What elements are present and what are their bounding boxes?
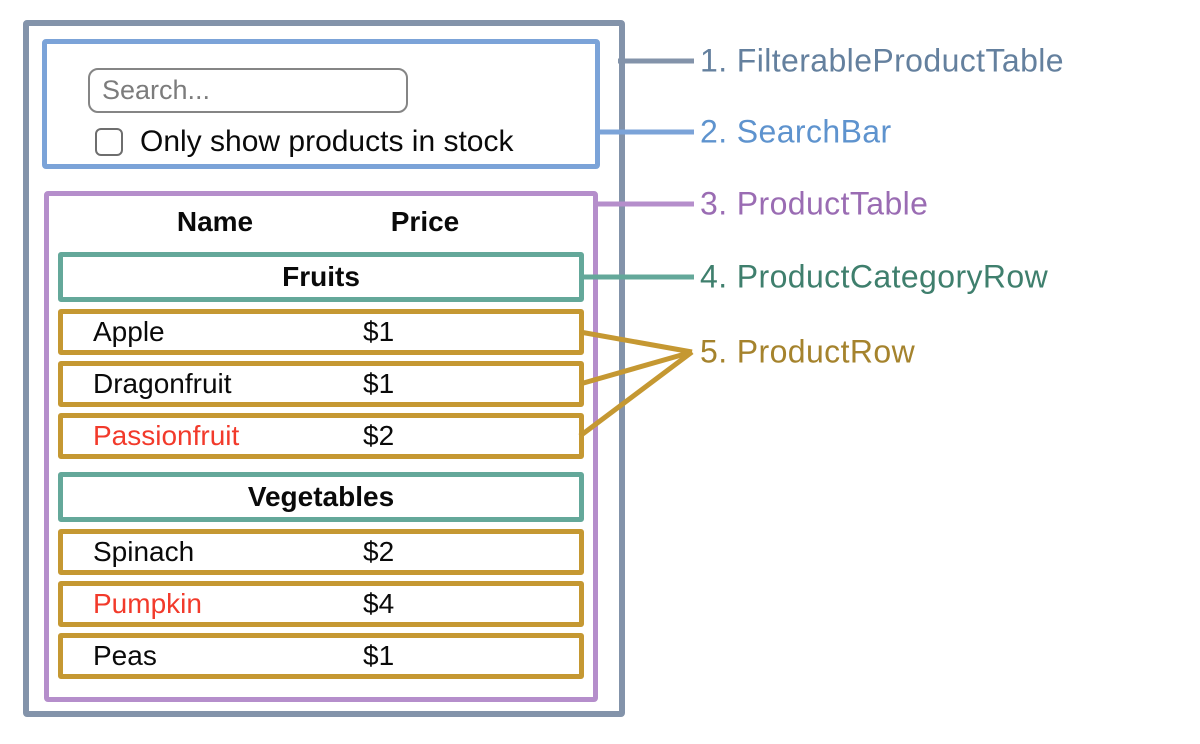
category-label: Fruits bbox=[282, 261, 360, 292]
product-price: $2 bbox=[363, 420, 395, 451]
product-row-apple: Apple $1 bbox=[58, 309, 584, 355]
product-name: Apple bbox=[93, 316, 165, 347]
search-bar-box bbox=[42, 39, 600, 169]
category-row-vegetables: Vegetables bbox=[58, 472, 584, 522]
product-name: Dragonfruit bbox=[93, 368, 232, 399]
table-header-row: Name Price bbox=[58, 205, 584, 239]
annotation-product-row: 5. ProductRow bbox=[700, 333, 916, 370]
column-header-name: Name bbox=[176, 206, 254, 237]
product-name-out-of-stock: Pumpkin bbox=[93, 588, 202, 619]
annotation-product-table: 3. ProductTable bbox=[700, 185, 929, 222]
annotation-product-category-row: 4. ProductCategoryRow bbox=[700, 258, 1049, 295]
annotation-search-bar: 2. SearchBar bbox=[700, 113, 892, 150]
product-row-passionfruit: Passionfruit $2 bbox=[58, 413, 584, 459]
category-label: Vegetables bbox=[247, 481, 395, 512]
product-name: Peas bbox=[93, 640, 157, 671]
search-input[interactable] bbox=[88, 68, 408, 113]
in-stock-checkbox-label: Only show products in stock bbox=[140, 125, 514, 158]
product-name: Spinach bbox=[93, 536, 195, 567]
product-price: $2 bbox=[363, 536, 395, 567]
product-price: $1 bbox=[363, 316, 395, 347]
product-row-dragonfruit: Dragonfruit $1 bbox=[58, 361, 584, 407]
product-row-peas: Peas $1 bbox=[58, 633, 584, 679]
product-row-spinach: Spinach $2 bbox=[58, 529, 584, 575]
product-row-pumpkin: Pumpkin $4 bbox=[58, 581, 584, 627]
product-price: $1 bbox=[363, 368, 395, 399]
product-price: $1 bbox=[363, 640, 395, 671]
annotation-filterable-product-table: 1. FilterableProductTable bbox=[700, 42, 1064, 79]
column-header-price: Price bbox=[390, 206, 460, 237]
product-name-out-of-stock: Passionfruit bbox=[93, 420, 240, 451]
product-price: $4 bbox=[363, 588, 395, 619]
in-stock-checkbox[interactable] bbox=[95, 128, 123, 156]
category-row-fruits: Fruits bbox=[58, 252, 584, 302]
product-table-box bbox=[44, 191, 598, 702]
